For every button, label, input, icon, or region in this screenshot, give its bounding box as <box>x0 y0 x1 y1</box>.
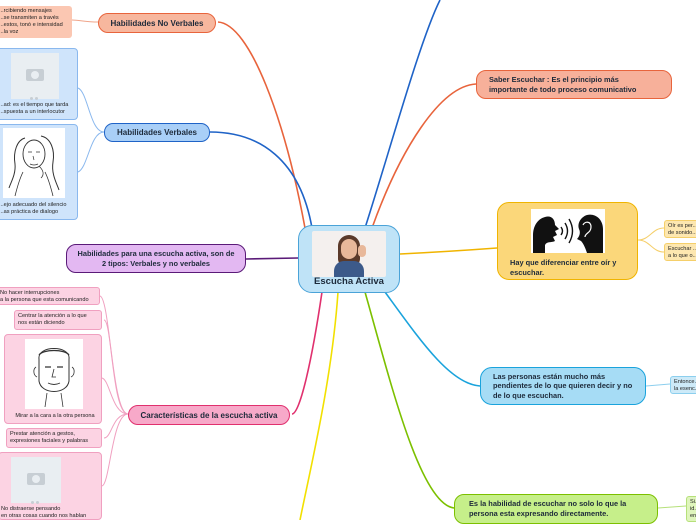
connector-bottom <box>299 291 339 520</box>
connector-dos-tipos <box>245 257 299 260</box>
topic-saber-escuchar[interactable]: Saber Escuchar : Es el principio más imp… <box>476 70 672 99</box>
note-si: Si... id... en... <box>686 496 696 522</box>
placeholder-image <box>11 53 59 100</box>
sketch-face-image <box>25 339 83 409</box>
note-escuchar: Escuchar ... a lo que o... <box>664 243 696 261</box>
topic-personas[interactable]: Las personas están mucho más pendientes … <box>480 367 646 405</box>
connector-habilidad <box>364 291 455 509</box>
camera-icon <box>27 473 45 485</box>
caracteristica-item: Centrar la atención a lo que nos están d… <box>14 310 102 330</box>
note-oir: Oír es per... de sonido... <box>664 220 696 238</box>
connector-verbales <box>209 131 313 229</box>
center-photo <box>312 231 386 277</box>
card-tiempo-respuesta: ...ad: es el tiempo que tarda ...spuesta… <box>0 48 78 120</box>
topic-caracteristicas[interactable]: Características de la escucha activa <box>128 405 290 425</box>
note-no-verbales: ...rcibiendo mensajes ...se transmiten a… <box>0 6 72 38</box>
topic-habilidad[interactable]: Es la habilidad de escuchar no solo lo q… <box>454 494 658 524</box>
connector-top <box>364 0 441 229</box>
topic-diferenciar[interactable]: Hay que diferenciar entre oír y escuchar… <box>497 202 638 280</box>
connector-saber-escuchar <box>371 83 477 229</box>
connector-no-verbales <box>217 21 306 229</box>
speaking-listening-image <box>531 209 605 253</box>
topic-habilidades-no-verbales[interactable]: Habilidades No Verbales <box>98 13 216 33</box>
card-silencio: ...ejo adecuado del silencio ...as práct… <box>0 124 78 220</box>
center-title: Escucha Activa <box>314 276 384 287</box>
placeholder-image <box>11 457 61 504</box>
topic-habilidades-verbales[interactable]: Habilidades Verbales <box>104 123 210 142</box>
caracteristica-item: No hacer interrupciones a la persona que… <box>0 287 100 305</box>
connector-caracteristicas <box>291 291 323 415</box>
caracteristica-item: Prestar atención a gestos, expresiones f… <box>6 428 102 448</box>
camera-icon <box>26 69 44 81</box>
topic-dos-tipos[interactable]: Habilidades para una escucha activa, son… <box>66 244 246 273</box>
note-entonces: Entonce... la esenc... <box>670 376 696 394</box>
card-no-distraerse: No distraerse pensando en otras cosas cu… <box>0 452 102 520</box>
center-node[interactable]: Escucha Activa <box>298 225 400 293</box>
connector-personas <box>384 291 481 387</box>
connector-diferenciar <box>399 247 498 255</box>
sketch-woman-image <box>3 128 65 198</box>
card-mirar-cara: Mirar a la cara a la otra persona <box>4 334 102 424</box>
